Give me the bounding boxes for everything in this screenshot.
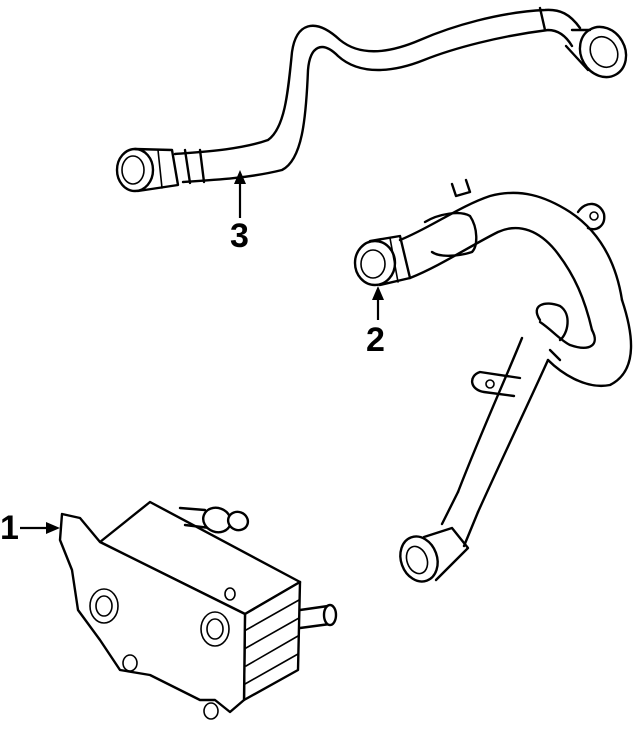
upper-hose-part xyxy=(115,6,628,193)
oil-cooler-part xyxy=(58,500,338,720)
callout-2: 2 xyxy=(366,321,385,359)
lower-hose-part xyxy=(353,178,633,583)
callout-1-leader xyxy=(20,522,60,534)
callout-3: 3 xyxy=(230,217,249,255)
callout-1: 1 xyxy=(0,509,19,547)
callout-3-leader xyxy=(234,170,246,218)
callout-2-leader xyxy=(372,286,384,320)
